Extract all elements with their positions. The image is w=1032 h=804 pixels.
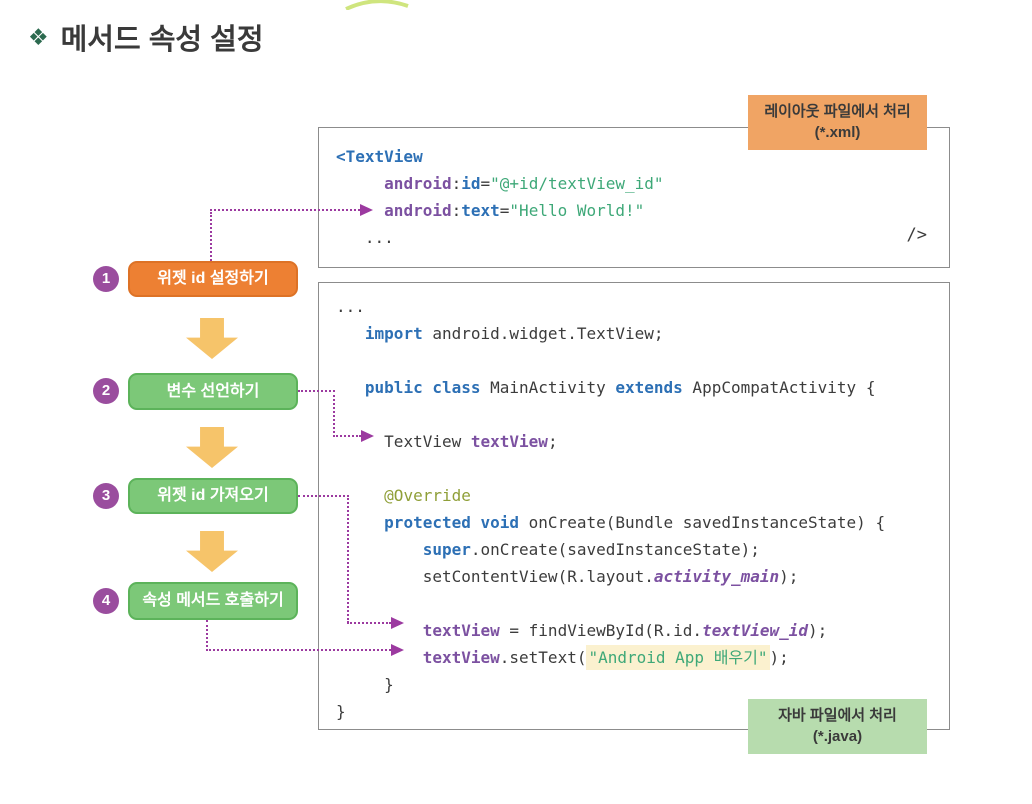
java-code-box: ... import android.widget.TextView; publ… — [318, 282, 950, 730]
connector2-arrowhead-icon — [361, 430, 374, 442]
code-line: import android.widget.TextView; — [364, 324, 664, 343]
connector4-horizontal — [206, 649, 391, 651]
connector3-arrowhead-icon — [391, 617, 404, 629]
connector4-arrowhead-icon — [391, 644, 404, 656]
code-line: public class MainActivity extends AppCom… — [364, 378, 876, 397]
code-line: android:id="@+id/textView_id" — [384, 174, 664, 193]
java-file-label-line2: (*.java) — [812, 728, 863, 745]
highlighter-mark-decoration — [345, 0, 409, 10]
connector2-horizontal-1 — [298, 390, 335, 392]
diamond-bullet-icon: ❖ — [28, 23, 49, 50]
code-line: } — [336, 675, 394, 694]
down-arrow-icon — [186, 318, 238, 359]
java-file-label: 자바 파일에서 처리 (*.java) — [748, 699, 927, 754]
code-line: android:text="Hello World!" — [384, 201, 645, 220]
code-line: } — [336, 702, 346, 721]
connector3-vertical — [347, 495, 349, 623]
connector1-vertical — [210, 212, 212, 261]
code-line: ... — [336, 297, 365, 316]
xml-code: <TextView android:id="@+id/textView_id" … — [336, 143, 664, 251]
page-title: ❖ 메서드 속성 설정 — [28, 16, 264, 58]
connector3-horizontal-2 — [347, 622, 391, 624]
down-arrow-icon — [186, 427, 238, 468]
code-line: textView = findViewById(R.id.textView_id… — [422, 621, 828, 640]
connector2-vertical — [333, 390, 335, 437]
java-file-label-line1: 자바 파일에서 처리 — [778, 707, 897, 724]
code-line — [336, 455, 885, 482]
connector2-horizontal-2 — [333, 435, 361, 437]
java-code: ... import android.widget.TextView; publ… — [336, 293, 885, 725]
step3-number-badge: 3 — [93, 483, 119, 509]
layout-file-label-line1: 레이아웃 파일에서 처리 — [764, 103, 911, 120]
step4-number-badge: 4 — [93, 588, 119, 614]
code-line: protected void onCreate(Bundle savedInst… — [384, 513, 886, 532]
step2-declare-variable: 변수 선언하기 — [128, 373, 298, 410]
connector3-horizontal-1 — [298, 495, 349, 497]
code-line: TextView textView; — [384, 432, 558, 451]
xml-code-box: <TextView android:id="@+id/textView_id" … — [318, 127, 950, 268]
layout-file-label-line2: (*.xml) — [814, 124, 861, 141]
step1-set-widget-id: 위젯 id 설정하기 — [128, 261, 298, 297]
code-line: textView.setText("Android App 배우기"); — [336, 644, 885, 671]
step2-number-badge: 2 — [93, 378, 119, 404]
code-line: <TextView — [336, 147, 423, 166]
connector1-arrowhead-icon — [360, 204, 373, 216]
down-arrow-icon — [186, 531, 238, 572]
step4-call-property-method: 속성 메서드 호출하기 — [128, 582, 298, 620]
page-title-text: 메서드 속성 설정 — [60, 24, 264, 56]
layout-file-label: 레이아웃 파일에서 처리 (*.xml) — [748, 95, 927, 150]
code-line — [336, 347, 885, 374]
code-line: ... — [336, 228, 394, 247]
code-line: super.onCreate(savedInstanceState); — [422, 540, 760, 559]
code-line — [336, 590, 885, 617]
code-line — [336, 401, 885, 428]
step1-number-badge: 1 — [93, 266, 119, 292]
code-line: @Override — [384, 486, 471, 505]
code-line: setContentView(R.layout.activity_main); — [422, 567, 799, 586]
step3-get-widget-id: 위젯 id 가져오기 — [128, 478, 298, 514]
xml-close-tag: /> — [906, 225, 927, 245]
connector1-horizontal — [210, 209, 360, 211]
connector4-vertical — [206, 620, 208, 651]
